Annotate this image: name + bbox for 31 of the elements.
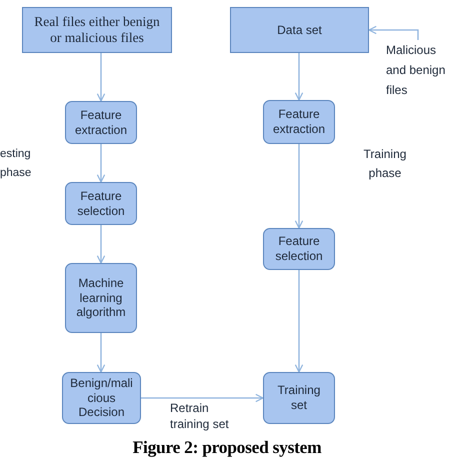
arrow [294,53,304,101]
process-box [230,7,369,53]
process-box [65,182,137,225]
input-label: Malicious and benign files [386,40,450,100]
process-box [22,7,172,53]
box-label: Feature selection [274,234,324,264]
box-label: Feature extraction [74,108,128,138]
arrow [96,53,106,102]
process-box [263,100,335,144]
process-box [263,228,335,270]
process-box [62,372,141,424]
process-box [65,263,137,333]
arrow [294,144,304,229]
phase-label: esting phase [0,147,32,181]
arrow [96,333,106,373]
box-label: Real files either benign or malicious files [33,14,161,46]
arrow [96,225,106,264]
box-label: Data set [277,22,322,38]
phase-label: Training phase [362,146,408,182]
figure-caption: Figure 2: proposed system [132,437,322,458]
box-label: Feature selection [76,188,126,218]
box-label: Feature extraction [272,107,326,137]
arrow [368,26,419,40]
arrow [141,394,264,402]
box-label: Machine learning algorithm [75,276,127,320]
arrow [294,270,304,373]
process-box [263,372,335,424]
arrow [96,144,106,183]
box-label: Benign/mali cious Decision [69,376,134,420]
box-label: Training set [276,383,322,413]
process-box [65,101,137,144]
